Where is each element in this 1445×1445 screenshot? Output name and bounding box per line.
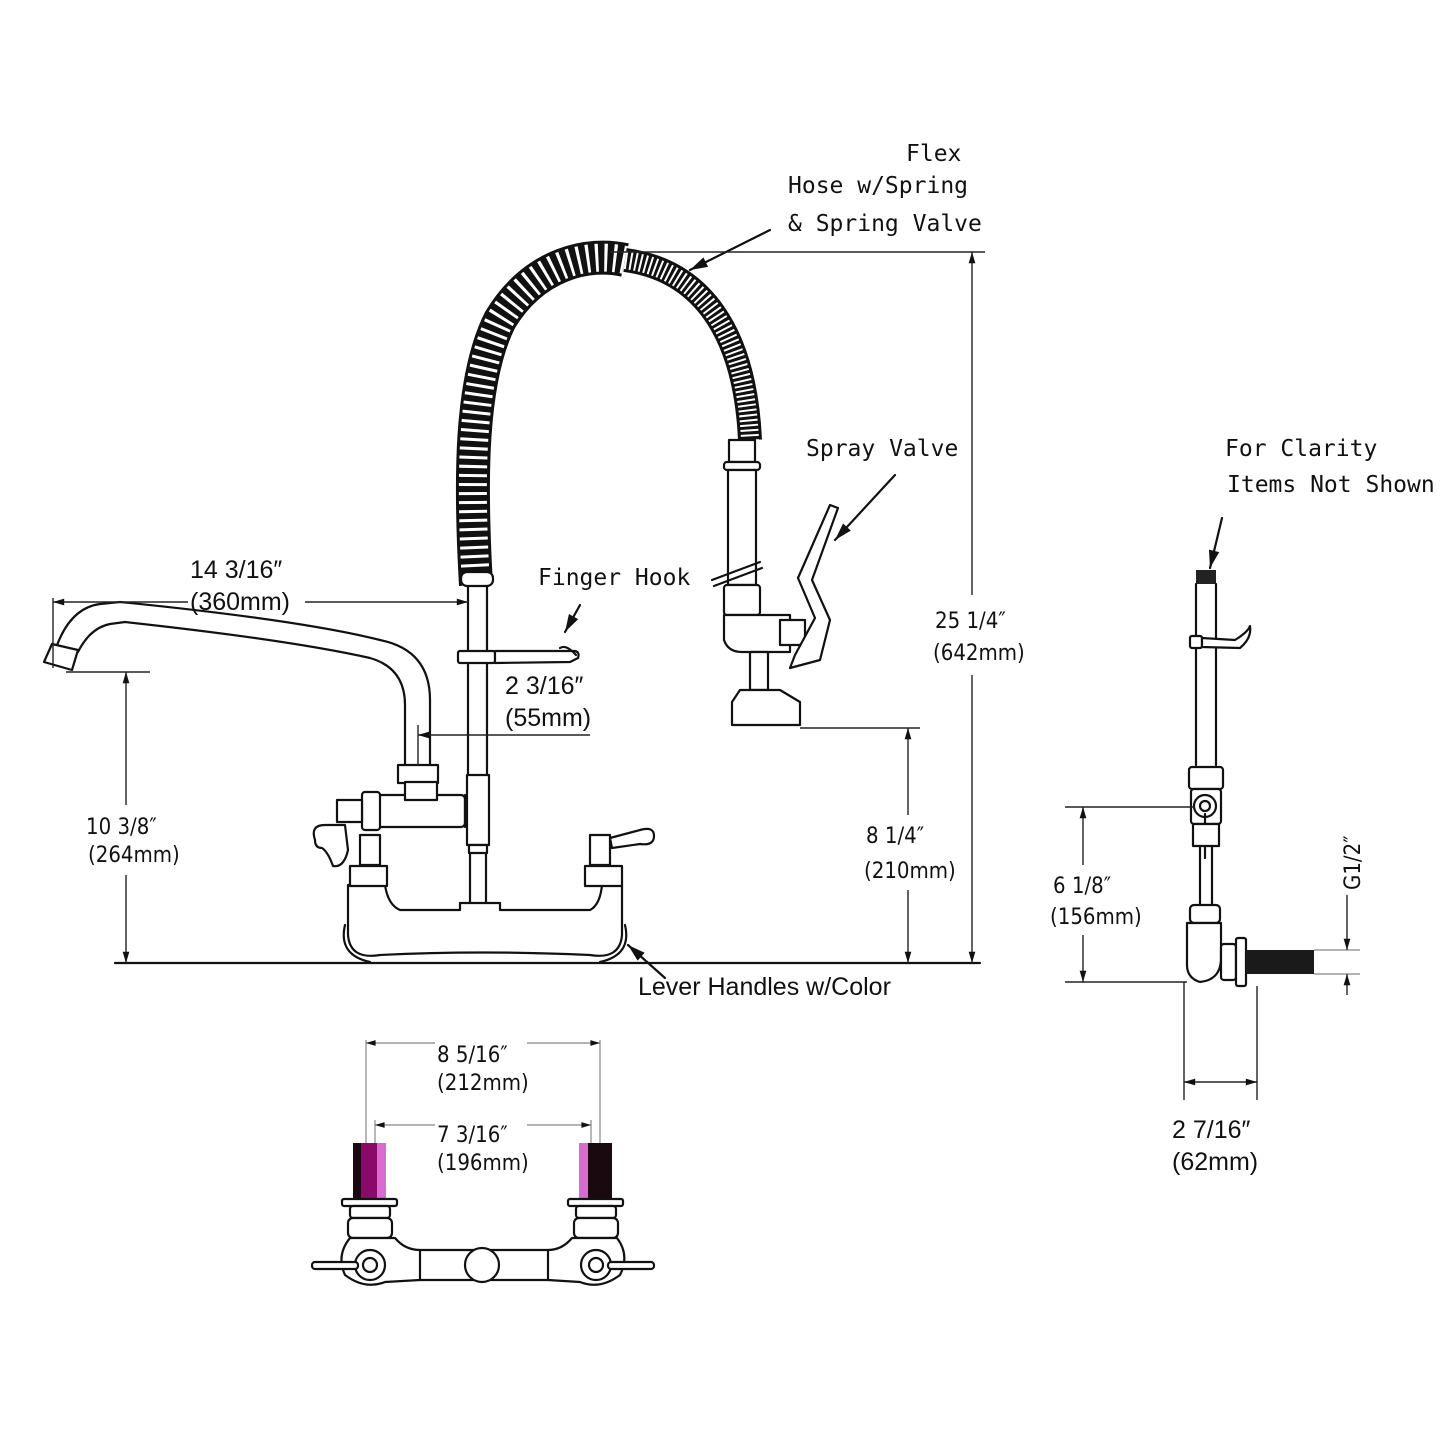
front-view: [42, 228, 985, 980]
spray-valve-label: Spray Valve: [806, 436, 958, 462]
hook-offset-inch: 2 3/16″: [505, 672, 584, 700]
rear-view: [310, 1040, 656, 1286]
spray-height-inch: 8 1/4″: [866, 824, 924, 849]
outer-centers-mm: (212mm): [437, 1071, 529, 1096]
wall-depth-mm: (62mm): [1172, 1148, 1258, 1176]
hook-offset-mm: (55mm): [505, 704, 591, 732]
side-finger-hook: [1200, 624, 1252, 650]
flex-hose-arrow: [688, 228, 772, 272]
side-height-inch: 6 1/8″: [1053, 874, 1111, 899]
spout-height-mm: (264mm): [88, 843, 180, 868]
side-view: [1065, 516, 1360, 1100]
riser-pipe: [465, 583, 491, 907]
faucet-base: [342, 827, 656, 964]
right-thread-pink: [579, 1143, 588, 1199]
left-thread-dark: [353, 1143, 361, 1199]
inner-centers-inch: 7 3/16″: [437, 1123, 508, 1148]
thread-size-label: G1/2″: [1341, 835, 1366, 890]
spout-reach-inch: 14 3/16″: [190, 556, 282, 584]
flex-hose-label-3: & Spring Valve: [788, 211, 982, 237]
lever-handles-label: Lever Handles w/Color: [638, 973, 891, 1001]
valve-tee: [312, 780, 482, 868]
spray-valve-arrow: [833, 473, 897, 542]
wall-depth-inch: 2 7/16″: [1172, 1116, 1251, 1144]
overall-height-inch: 25 1/4″: [935, 609, 1006, 634]
clarity-label-1: For Clarity: [1225, 436, 1377, 462]
spout: [42, 600, 440, 785]
left-lever: [310, 1260, 360, 1271]
spout-nut: [396, 763, 440, 785]
clarity-label-2: Items Not Shown: [1227, 472, 1435, 498]
finger-hook: [456, 645, 580, 665]
spray-height-mm: (210mm): [864, 859, 956, 884]
clarity-arrow: [1208, 516, 1224, 570]
outer-centers-inch: 8 5/16″: [437, 1043, 508, 1068]
right-lever: [606, 1260, 656, 1271]
finger-hook-arrow: [563, 603, 582, 634]
left-thread-pink: [377, 1143, 386, 1199]
overall-height-mm: (642mm): [933, 641, 1025, 666]
left-thread-magenta: [361, 1143, 377, 1199]
right-thread-dark: [588, 1143, 612, 1199]
flex-hose-label-2: Hose w/Spring: [788, 173, 968, 199]
inner-centers-mm: (196mm): [437, 1151, 529, 1176]
lever-handle-arrow: [626, 943, 667, 980]
finger-hook-label: Finger Hook: [538, 565, 690, 591]
flex-hose: [455, 240, 762, 588]
spout-height-inch: 10 3/8″: [86, 815, 157, 840]
flex-hose-label-1: Flex: [906, 141, 961, 167]
spray-lever: [788, 503, 840, 670]
side-thread: [1246, 950, 1314, 974]
side-height-mm: (156mm): [1050, 905, 1142, 930]
top-thread: [1196, 570, 1216, 584]
spray-head: [710, 438, 840, 727]
spout-reach-mm: (360mm): [190, 588, 290, 616]
right-lever-handle: [608, 827, 656, 850]
